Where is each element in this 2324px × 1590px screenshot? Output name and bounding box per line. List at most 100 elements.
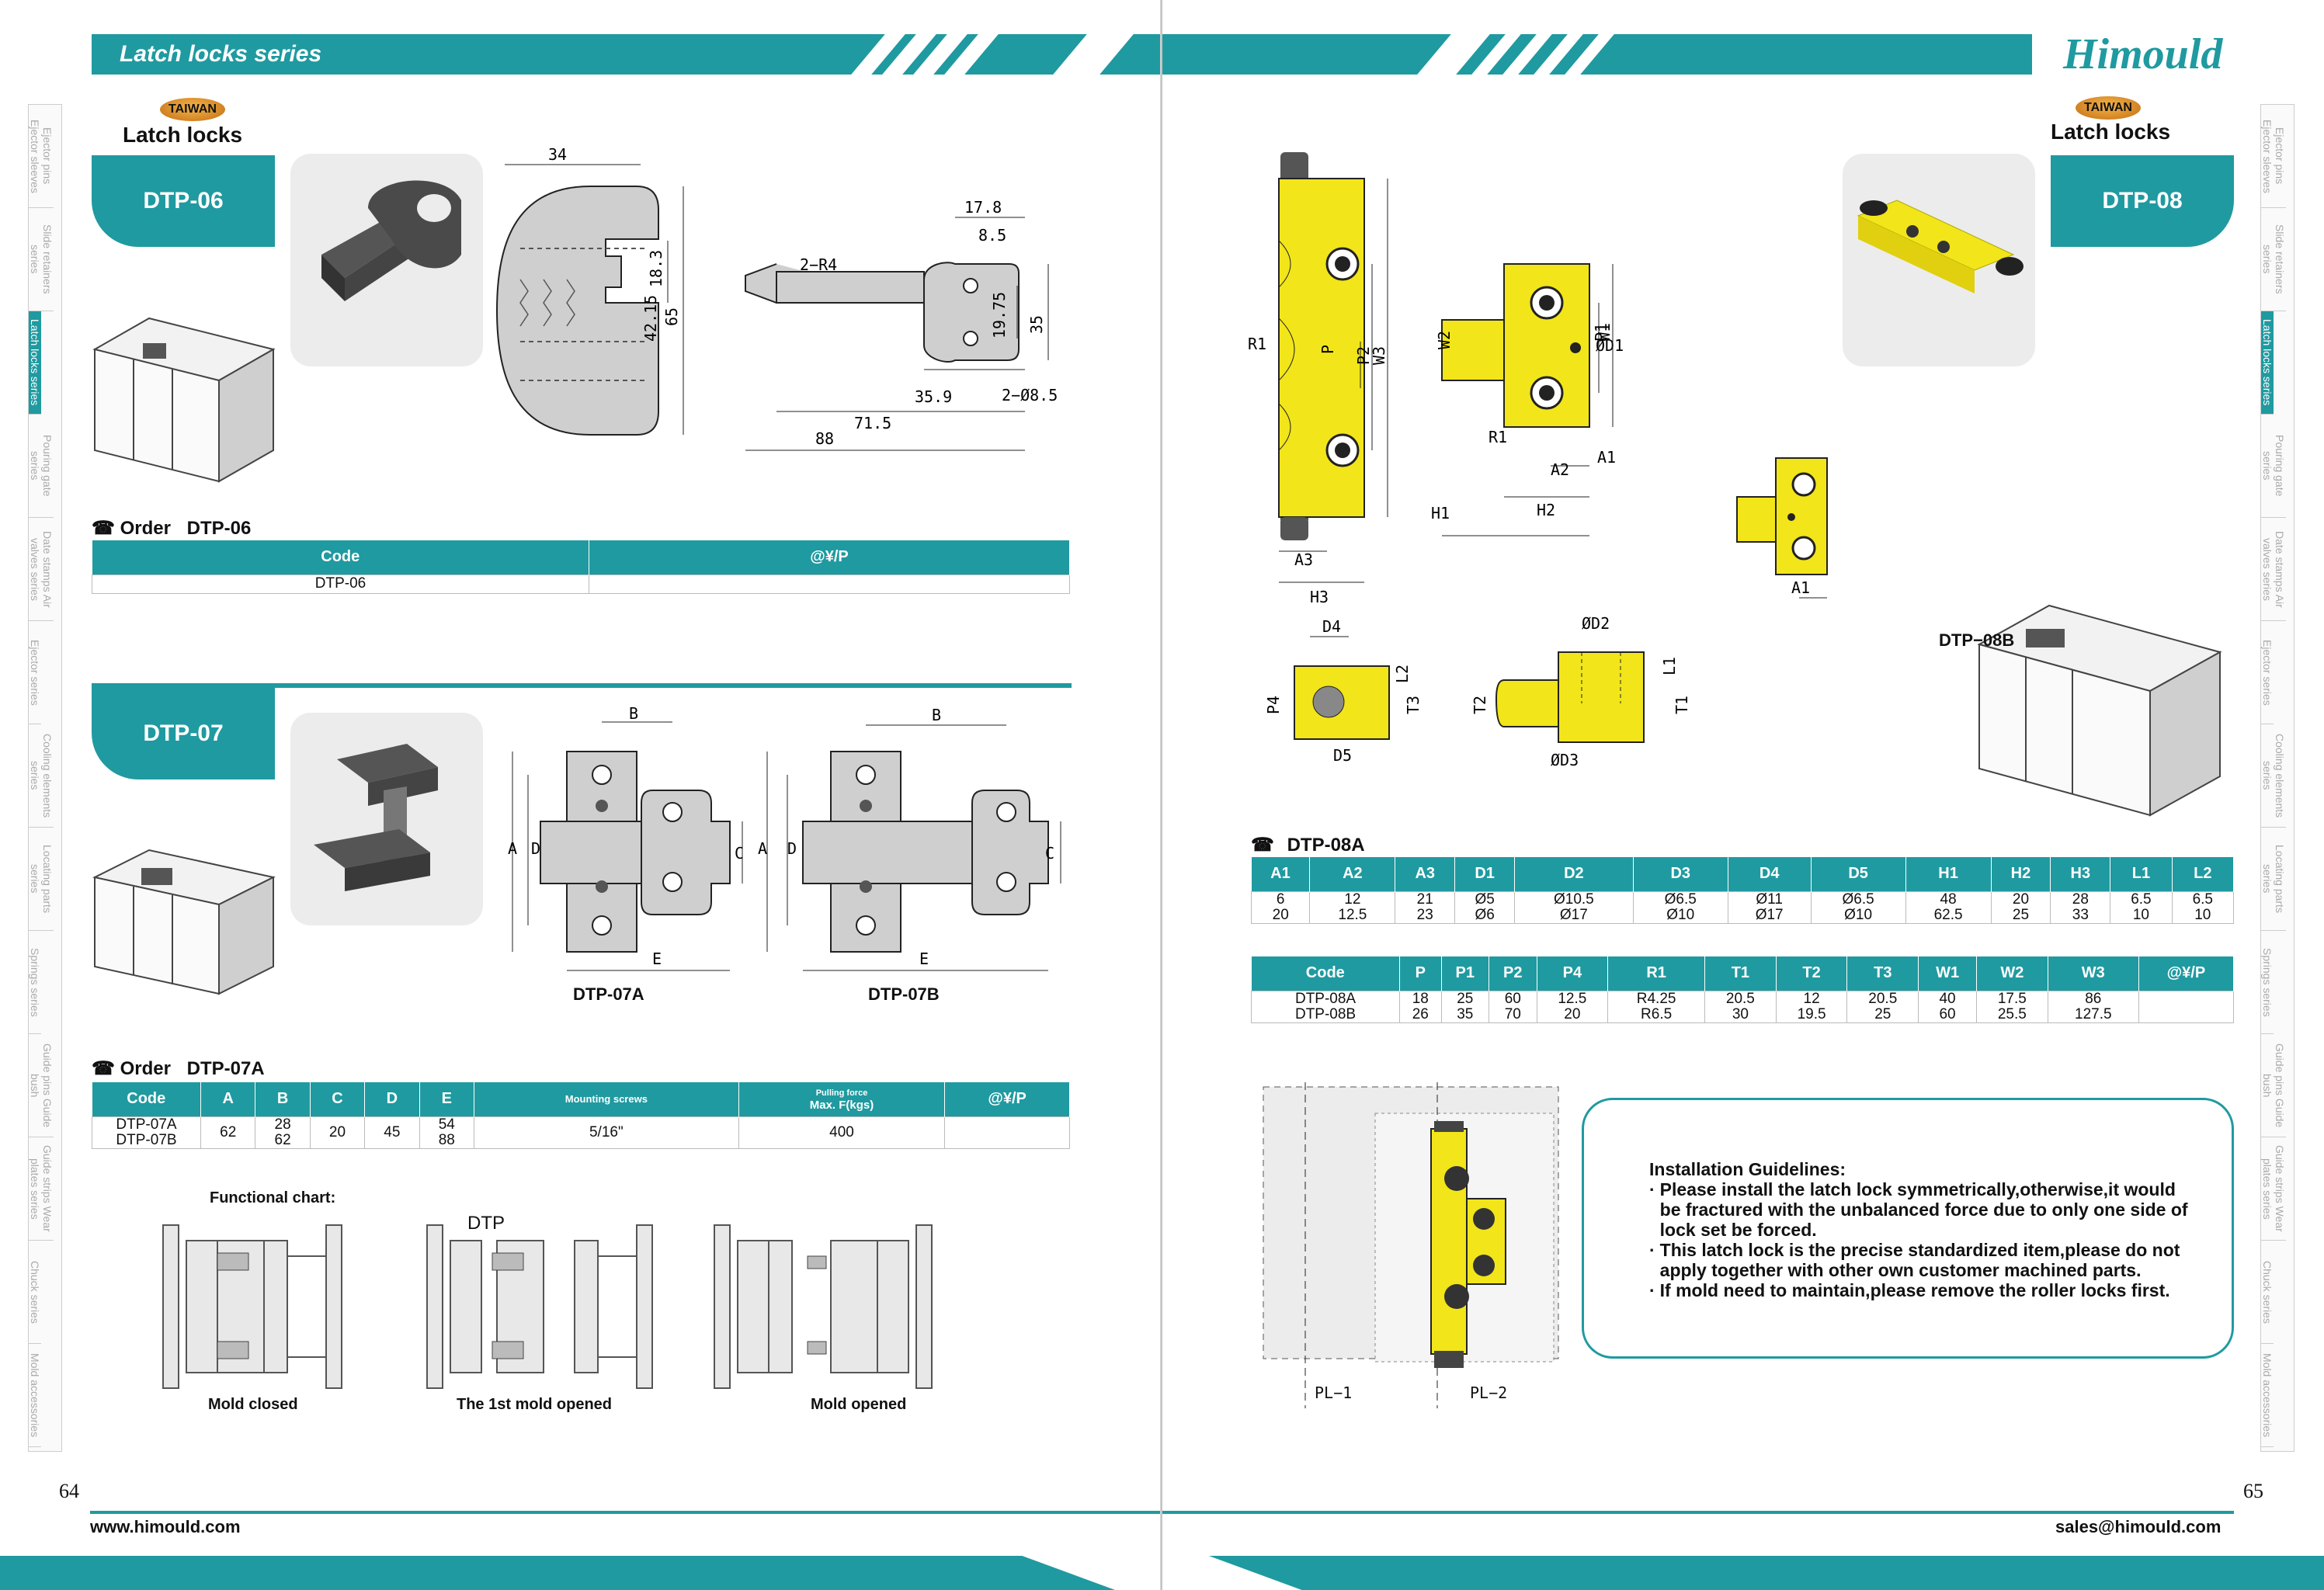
side-index-item[interactable]: Chuck series <box>2261 1241 2274 1344</box>
dim-b: B <box>932 706 941 724</box>
cell: 25 35 <box>1440 990 1490 1023</box>
dim-h3: H3 <box>1310 588 1329 606</box>
order-heading-06: ☎ Order DTP-06 <box>92 517 251 540</box>
cell: 62 <box>200 1116 256 1149</box>
side-index-item[interactable]: Springs series <box>29 931 41 1034</box>
col-header: H2 <box>1991 857 2051 891</box>
cell: 6.5 10 <box>2110 890 2173 924</box>
cell <box>2138 990 2235 1023</box>
dim-18-3: 18.3 <box>647 250 665 287</box>
side-index-item[interactable]: Slide retainers series <box>29 208 54 311</box>
col-header: A2 <box>1309 857 1396 891</box>
side-index-item[interactable]: Locating parts series <box>29 828 54 931</box>
dim-65: 65 <box>662 307 681 326</box>
cell: 48 62.5 <box>1905 890 1992 924</box>
side-index-item[interactable]: Latch locks series <box>2261 311 2274 415</box>
side-index-item[interactable]: Slide retainers series <box>2261 208 2286 311</box>
latch-locks-label: Latch locks <box>123 123 243 147</box>
page-number: 65 <box>2243 1480 2263 1502</box>
mold-illustration-06 <box>92 317 276 483</box>
side-index-item[interactable]: Ejector series <box>2261 621 2274 724</box>
mold-closed-diagram <box>162 1224 342 1389</box>
side-index-item[interactable]: Date stamps Air valves series <box>29 518 54 621</box>
side-index-item[interactable]: Cooling elements series <box>29 724 54 828</box>
side-index-item[interactable]: Chuck series <box>29 1241 41 1344</box>
cell: 86 127.5 <box>2047 990 2139 1023</box>
brand-logo: Himould <box>2063 30 2223 78</box>
product-photo-dtp-07 <box>290 713 483 925</box>
table-a-title: DTP-08A <box>1287 835 1365 856</box>
side-index-item[interactable]: Mold accessories <box>2261 1344 2274 1447</box>
table-a-heading: ☎ DTP-08A <box>1251 834 1365 856</box>
cell <box>944 1116 1070 1149</box>
guideline-item: ·This latch lock is the precise standard… <box>1649 1240 2180 1280</box>
col-header: W2 <box>1976 956 2048 991</box>
side-index-item[interactable]: Ejector series <box>29 621 41 724</box>
col-header: P4 <box>1537 956 1609 991</box>
table-row: DTP-06 <box>92 574 1070 594</box>
side-index-item[interactable]: Guide strips Wear plates series <box>2261 1137 2286 1241</box>
side-index-item[interactable]: Mold accessories <box>29 1344 41 1447</box>
side-index-item[interactable]: Ejector pins Ejector sleeves <box>29 105 54 208</box>
caption-mold-closed: Mold closed <box>208 1396 298 1413</box>
col-header: H3 <box>2050 857 2111 891</box>
side-index-item[interactable]: Latch locks series <box>29 311 41 415</box>
side-index-item[interactable]: Guide strips Wear plates series <box>29 1137 54 1241</box>
col-header: D1 <box>1454 857 1516 891</box>
cell: 12 19.5 <box>1775 990 1848 1023</box>
email-link[interactable]: sales@himould.com <box>2055 1517 2222 1536</box>
tab-dtp-06: DTP-06 <box>92 155 275 247</box>
cell: 21 23 <box>1395 890 1456 924</box>
col-header: P1 <box>1441 956 1490 991</box>
col-header: A <box>200 1082 256 1116</box>
side-index-item[interactable]: Cooling elements series <box>2261 724 2286 828</box>
dim-p1: P1 <box>1592 323 1610 342</box>
side-index-item[interactable]: Date stamps Air valves series <box>2261 518 2286 621</box>
order-label: Order <box>120 518 171 539</box>
label-dtp-08b: DTP−08B <box>1939 630 2015 650</box>
side-index-item[interactable]: Locating parts series <box>2261 828 2286 931</box>
footer-line <box>1162 1511 2234 1514</box>
side-index-item[interactable]: Pouring gate series <box>2261 415 2286 518</box>
cell: 54 88 <box>419 1116 474 1149</box>
section-divider <box>92 683 1072 688</box>
cell: 20.5 25 <box>1846 990 1919 1023</box>
dim-r1: R1 <box>1248 335 1266 353</box>
col-header: D2 <box>1514 857 1634 891</box>
col-header: @¥/P <box>944 1082 1070 1116</box>
col-header: @¥/P <box>2138 956 2235 991</box>
col-header: A3 <box>1395 857 1456 891</box>
side-index-item[interactable]: Pouring gate series <box>29 415 54 518</box>
force-unit: Max. F(kgs) <box>809 1098 874 1112</box>
dim-34: 34 <box>548 145 567 164</box>
dim-d4: D4 <box>1322 617 1341 636</box>
side-index-item[interactable]: Springs series <box>2261 931 2274 1034</box>
guideline-item: ·Please install the latch lock symmetric… <box>1649 1179 2188 1240</box>
dim-a3-h3: A3 H3 <box>1279 550 1364 606</box>
side-index-item[interactable]: Guide pins Guide bush <box>29 1034 54 1137</box>
dim-w1: W1 <box>1595 323 1614 342</box>
cell: 28 62 <box>255 1116 311 1149</box>
label-dtp-07b: DTP-07B <box>868 984 940 1004</box>
cell: 5/16" <box>473 1116 739 1149</box>
side-index-item[interactable]: Guide pins Guide bush <box>2261 1034 2286 1137</box>
col-header: Code <box>92 540 589 575</box>
col-header: @¥/P <box>589 540 1070 575</box>
tab-dtp-08: DTP-08 <box>2051 155 2234 247</box>
dim-35: 35 <box>1027 315 1046 334</box>
series-banner: Latch locks series <box>92 34 1163 75</box>
cell: Ø11 Ø17 <box>1727 890 1812 924</box>
dtp-07b-drawing: B A D C E <box>758 706 1061 971</box>
cell: 12 12.5 <box>1309 890 1396 924</box>
col-header: H1 <box>1905 857 1992 891</box>
col-header: D3 <box>1633 857 1728 891</box>
side-index-item[interactable]: Ejector pins Ejector sleeves <box>2261 105 2286 208</box>
col-header: Code <box>1251 956 1401 991</box>
website-link[interactable]: www.himould.com <box>90 1517 241 1536</box>
cell: 45 <box>364 1116 420 1149</box>
cell: 6 20 <box>1250 890 1311 924</box>
caption-first-opened: The 1st mold opened <box>457 1396 613 1413</box>
